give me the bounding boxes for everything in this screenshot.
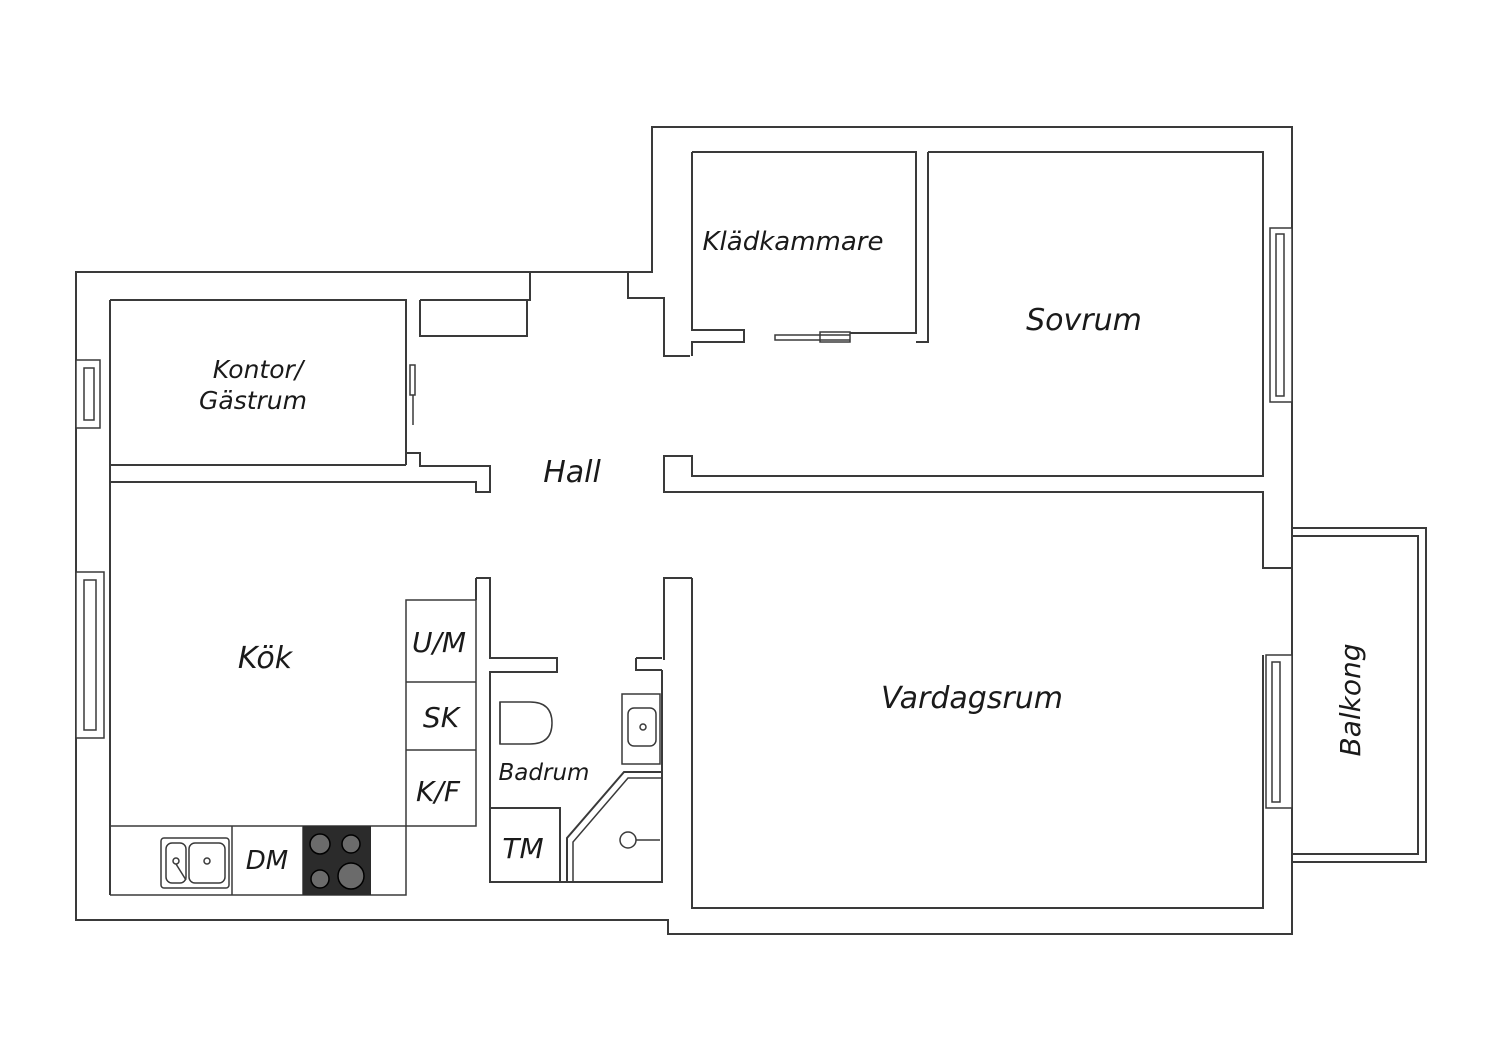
label-balkong: Balkong xyxy=(1334,643,1367,756)
shower-icon xyxy=(566,771,662,882)
vardagsrum-window xyxy=(1265,654,1293,809)
badrum-walls xyxy=(475,577,663,883)
label-vardagsrum: Vardagsrum xyxy=(881,681,1063,716)
stove-icon xyxy=(303,826,371,895)
kitchen-windows xyxy=(75,359,105,739)
label-tm: TM xyxy=(502,832,543,865)
kitchen-cabinets xyxy=(405,599,477,827)
balkong-outline xyxy=(1292,527,1427,863)
label-dm: DM xyxy=(246,846,288,876)
hall-wall-left xyxy=(110,452,491,493)
sink-icon xyxy=(160,837,230,889)
label-badrum: Badrum xyxy=(499,760,590,786)
sovrum-window xyxy=(1269,227,1293,403)
kontor-room-walls xyxy=(109,299,407,466)
vardagsrum-walls xyxy=(663,491,1292,909)
label-kok: Kök xyxy=(238,641,294,676)
hall-notch-top xyxy=(627,271,690,357)
kontor-closet-walls xyxy=(419,272,531,337)
sovrum-walls xyxy=(663,151,1264,493)
kladkammare-sliding-door xyxy=(774,331,851,343)
kontor-door xyxy=(409,364,416,425)
label-sk: SK xyxy=(423,701,462,734)
label-sovrum: Sovrum xyxy=(1026,303,1142,338)
label-kf: K/F xyxy=(416,775,461,808)
toilet-icon xyxy=(499,701,553,745)
label-kontor-line2: Gästrum xyxy=(199,386,307,415)
label-um: U/M xyxy=(412,626,466,659)
label-kontor-line1: Kontor/ xyxy=(213,355,306,384)
kladkammare-walls xyxy=(691,151,917,356)
outer-wall-outer xyxy=(75,126,1293,935)
label-hall: Hall xyxy=(543,455,601,490)
washbasin-icon xyxy=(621,693,661,765)
label-kladkammare: Klädkammare xyxy=(703,227,884,257)
